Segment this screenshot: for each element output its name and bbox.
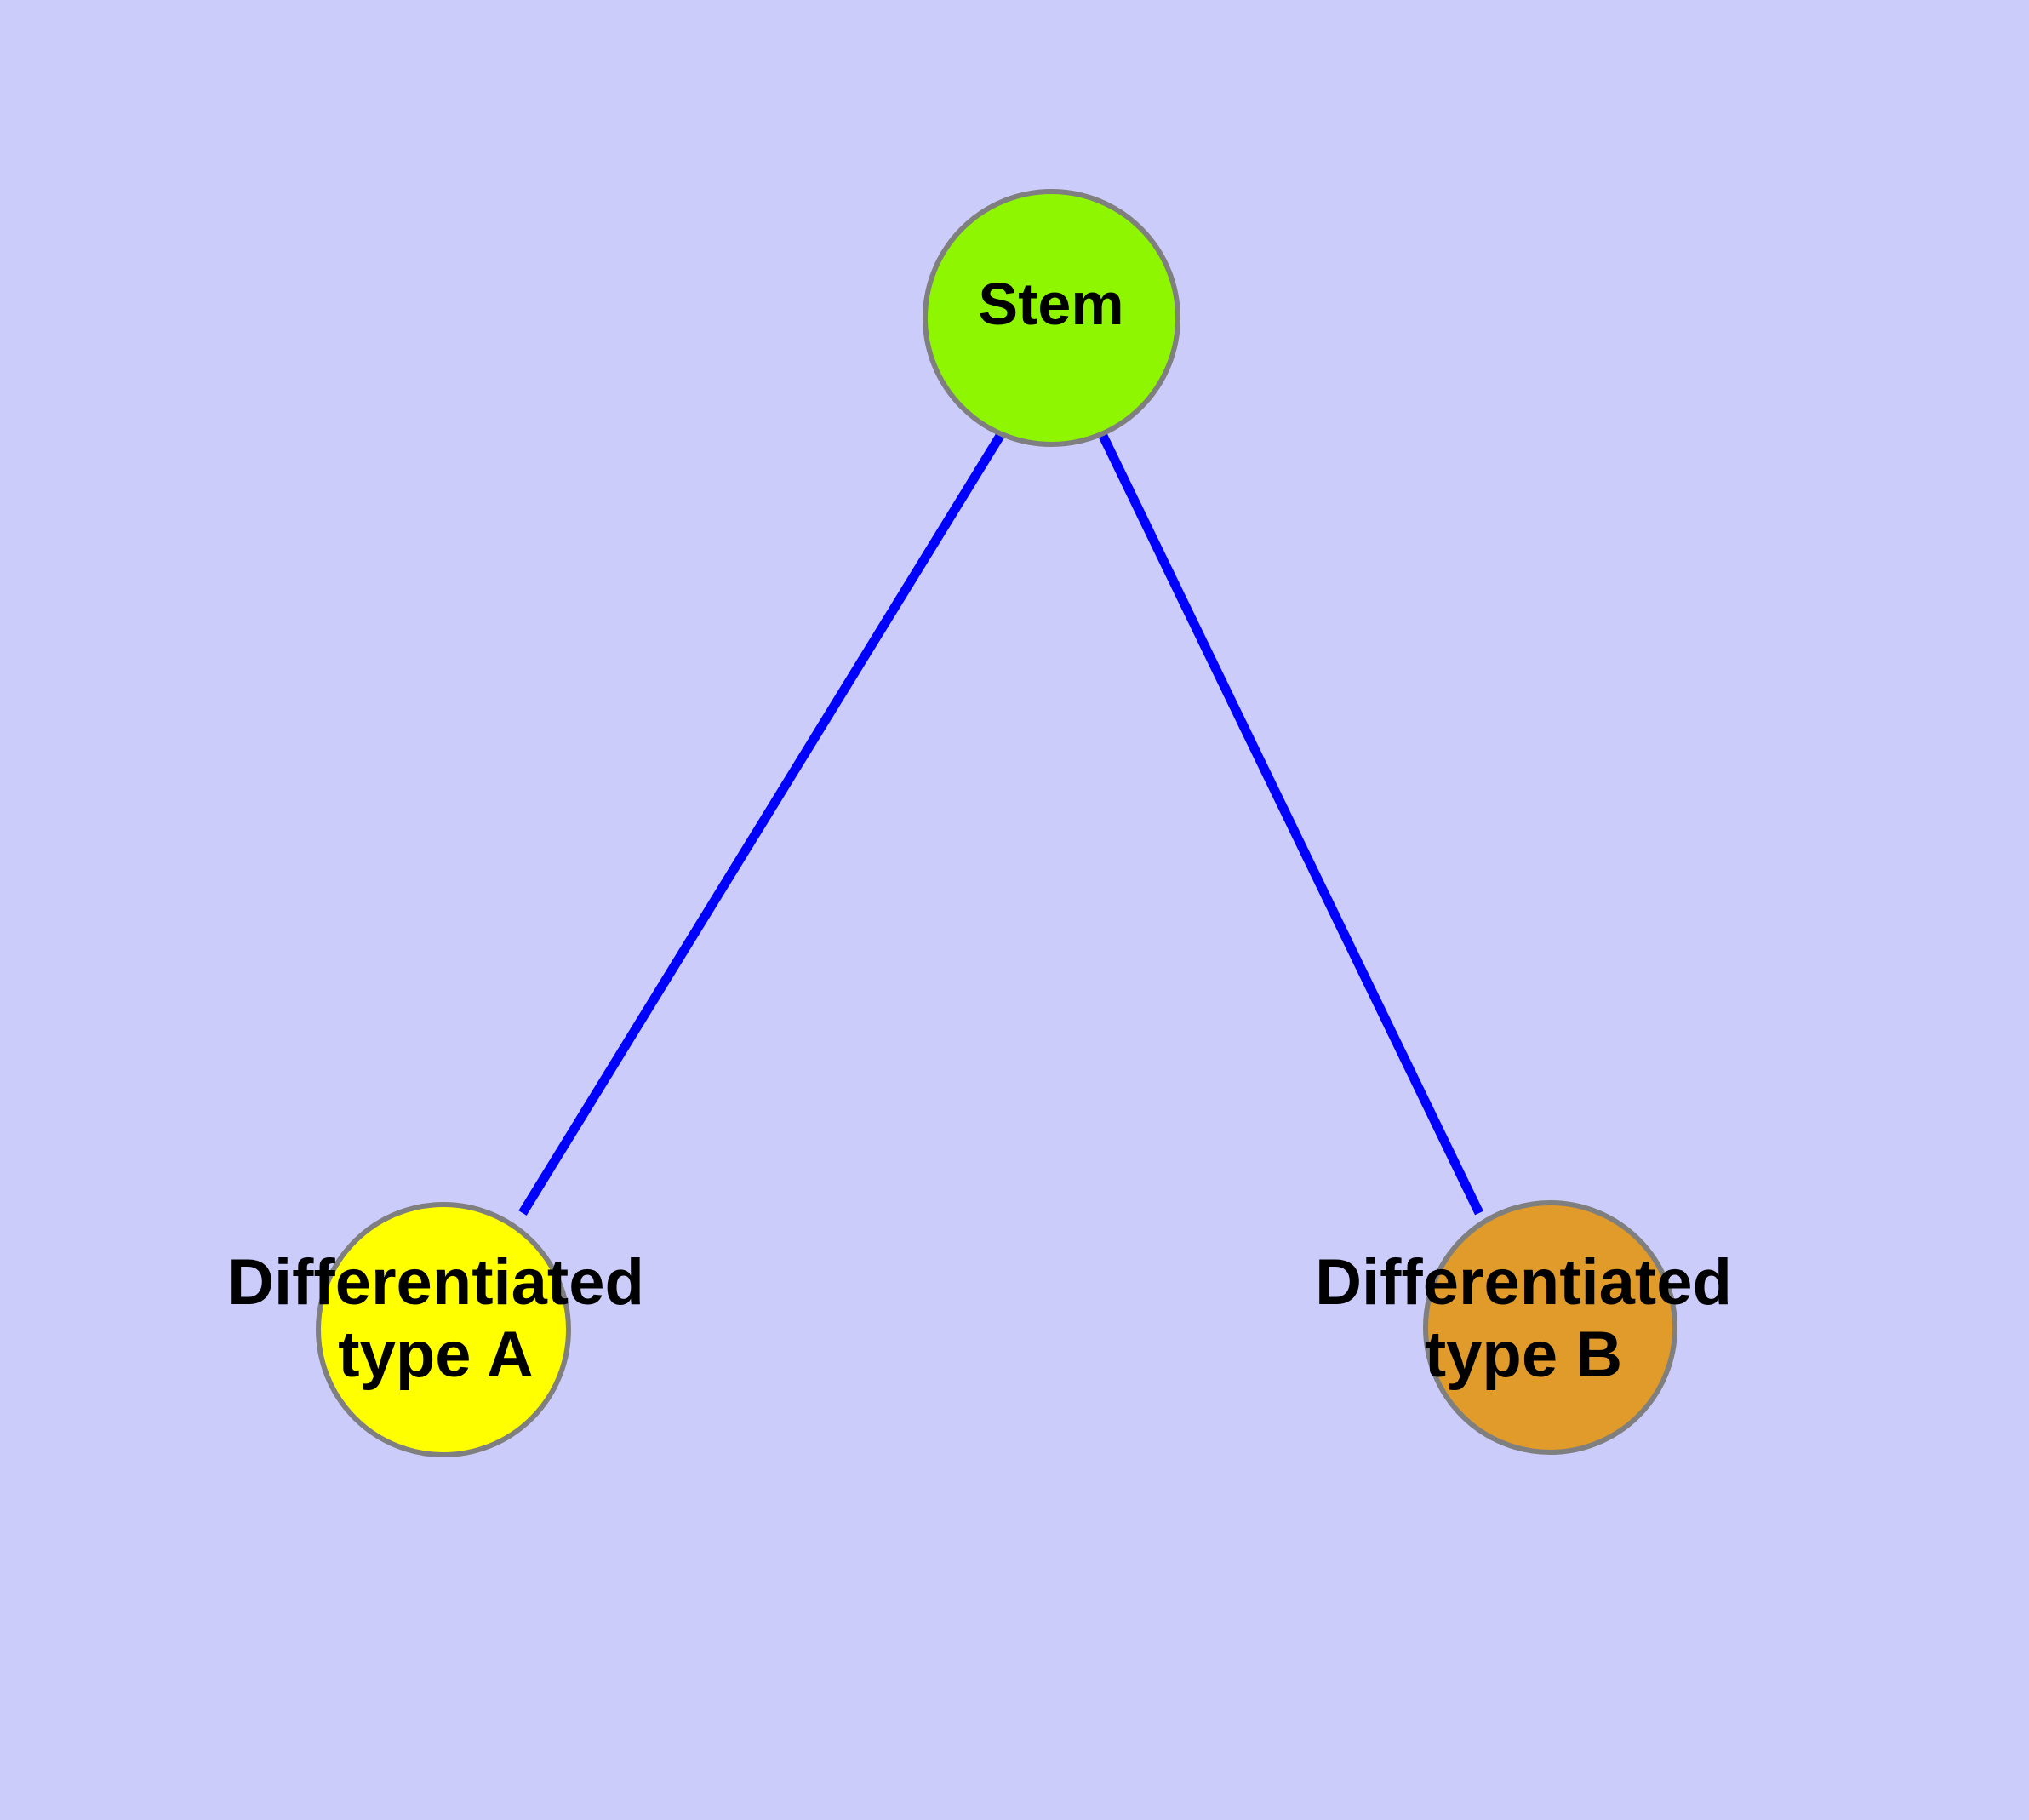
edge-stem-to-diff-a[interactable]	[518, 433, 1004, 1216]
edge-stem-to-diff-b[interactable]	[1099, 433, 1483, 1216]
node-differentiated-type-b[interactable]	[1423, 1200, 1677, 1455]
node-stem[interactable]	[923, 189, 1180, 447]
node-differentiated-type-a[interactable]	[316, 1202, 571, 1457]
